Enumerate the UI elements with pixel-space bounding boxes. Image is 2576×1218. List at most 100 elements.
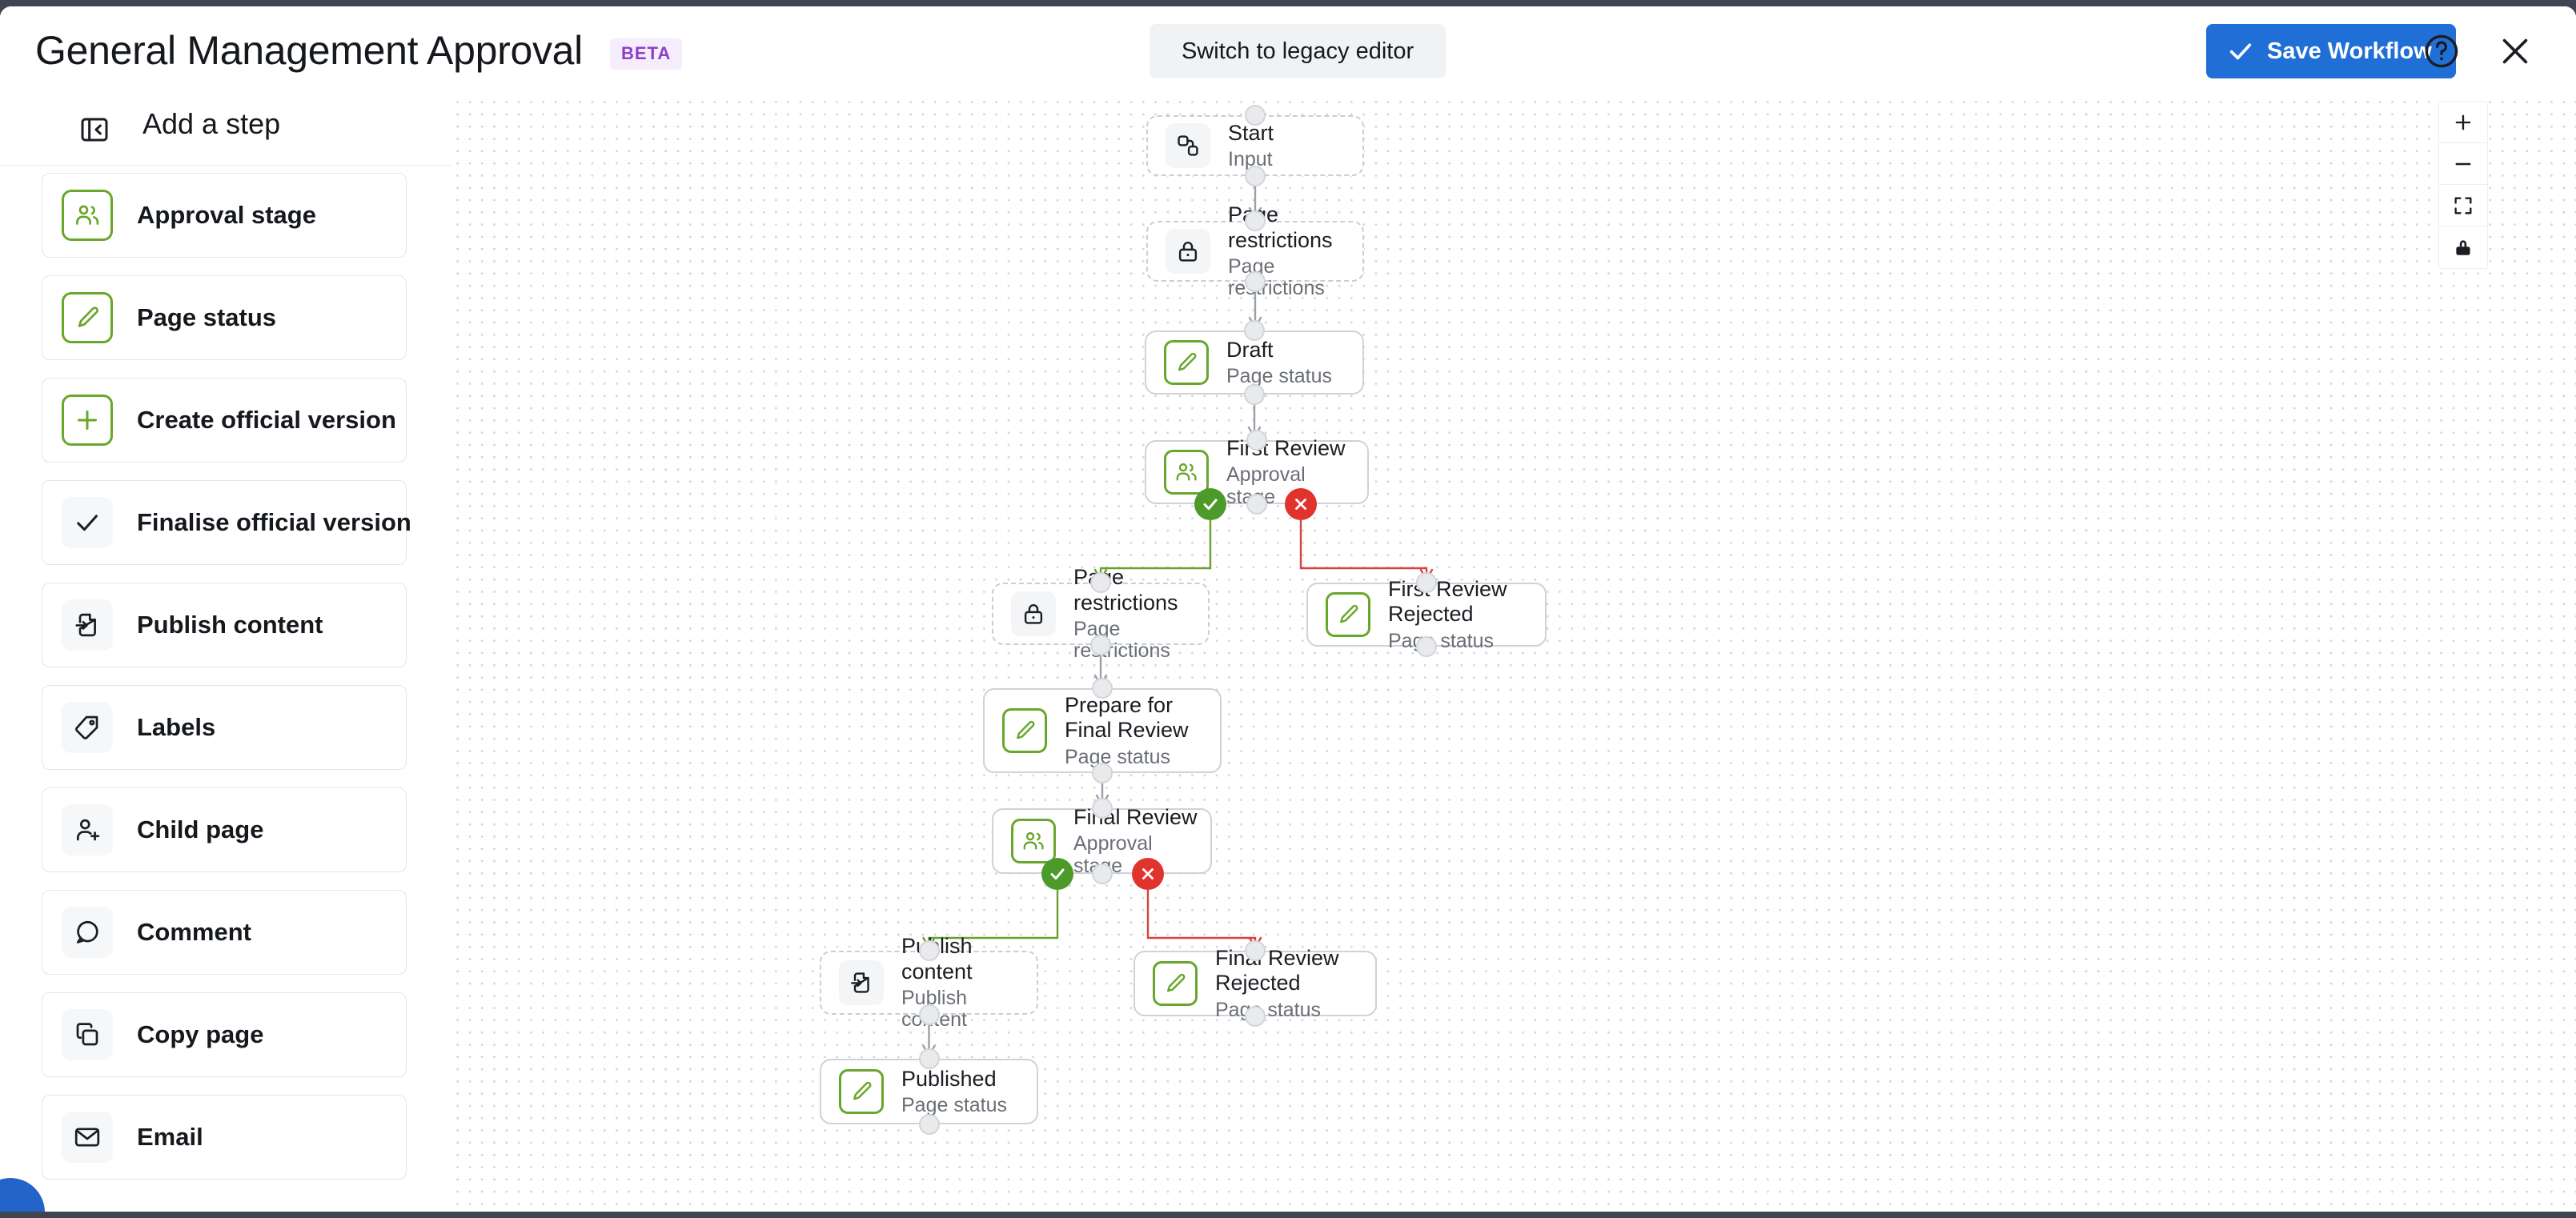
node-handle-top[interactable] (1245, 940, 1266, 961)
node-handle-bottom[interactable] (918, 1004, 940, 1025)
node-title: Page restrictions (1228, 202, 1333, 252)
node-handle-top[interactable] (1092, 678, 1113, 699)
branch-badge-reject[interactable] (1132, 858, 1164, 890)
step-item-labels[interactable]: Labels (42, 685, 407, 770)
step-item-email[interactable]: Email (42, 1095, 407, 1180)
node-handle-top[interactable] (1244, 320, 1265, 341)
flow-start-icon (1166, 123, 1210, 168)
zoom-in-button[interactable] (2439, 102, 2487, 143)
step-item-comment[interactable]: Comment (42, 890, 407, 975)
step-item-label: Create official version (137, 406, 396, 434)
node-handle-top[interactable] (1245, 105, 1266, 126)
node-handle-top[interactable] (1090, 572, 1111, 593)
node-title: Page restrictions (1073, 565, 1178, 615)
lock-button[interactable] (2439, 226, 2487, 268)
node-handle-bottom[interactable] (1244, 384, 1265, 405)
plus-icon (2452, 111, 2474, 134)
tag-icon (62, 702, 113, 753)
minus-icon (2452, 153, 2474, 175)
pencil-icon (1164, 340, 1209, 385)
check-icon (2227, 38, 2254, 65)
node-handle-bottom[interactable] (1416, 636, 1437, 657)
plus-icon (62, 395, 113, 446)
step-item-child-page[interactable]: Child page (42, 787, 407, 872)
branch-badge-reject[interactable] (1285, 488, 1317, 520)
save-workflow-label: Save Workflow (2267, 38, 2432, 64)
node-handle-top[interactable] (918, 940, 940, 961)
step-item-label: Labels (137, 713, 216, 741)
users-icon (62, 190, 113, 241)
switch-to-legacy-editor-button[interactable]: Switch to legacy editor (1150, 24, 1446, 78)
workflow-edges (922, 176, 1434, 1057)
lock-icon (2452, 236, 2474, 258)
check-icon (62, 497, 113, 548)
node-handle-bottom[interactable] (1245, 166, 1266, 186)
node-subtitle: Page status (1226, 364, 1333, 387)
node-handle-bottom[interactable] (918, 1114, 940, 1135)
step-item-create-official-version[interactable]: Create official version (42, 378, 407, 463)
check-icon (1201, 495, 1220, 514)
sidebar-collapse-button[interactable] (75, 110, 114, 149)
close-icon (2497, 33, 2534, 70)
node-subtitle: Page restrictions (1228, 254, 1325, 300)
pencil-icon (839, 1069, 884, 1114)
node-subtitle: Page status (901, 1093, 1008, 1116)
node-handle-bottom[interactable] (1245, 271, 1266, 292)
node-handle-bottom[interactable] (1091, 863, 1113, 884)
node-handle-top[interactable] (1091, 798, 1113, 819)
zoom-out-button[interactable] (2439, 143, 2487, 185)
fit-view-button[interactable] (2439, 185, 2487, 226)
branch-badge-approve[interactable] (1194, 488, 1226, 520)
branch-badge-approve[interactable] (1041, 858, 1073, 890)
help-button[interactable] (2421, 30, 2462, 72)
step-item-label: Email (137, 1123, 203, 1151)
workflow-editor-window: General Management Approval BETA Switch … (0, 6, 2576, 1212)
copy-icon (62, 1009, 113, 1060)
check-icon (1048, 864, 1067, 883)
node-handle-top[interactable] (1416, 572, 1437, 593)
sidebar-divider (0, 165, 451, 166)
lock-icon (1166, 229, 1210, 274)
step-item-copy-page[interactable]: Copy page (42, 992, 407, 1077)
node-handle-top[interactable] (918, 1048, 940, 1069)
pencil-icon (62, 292, 113, 343)
step-item-page-status[interactable]: Page status (42, 275, 407, 360)
pencil-icon (1153, 961, 1198, 1006)
node-handle-top[interactable] (1245, 210, 1266, 231)
node-handle-bottom[interactable] (1092, 763, 1113, 783)
node-handle-bottom[interactable] (1090, 635, 1111, 655)
node-handle-top[interactable] (1246, 430, 1267, 451)
pencil-icon (1002, 708, 1047, 753)
step-item-publish-content[interactable]: Publish content (42, 583, 407, 667)
envelope-icon (62, 1112, 113, 1163)
node-title: Draft (1226, 337, 1274, 362)
fit-screen-icon (2452, 194, 2474, 217)
node-title: First Review Rejected (1388, 576, 1507, 627)
node-handle-bottom[interactable] (1245, 1006, 1266, 1027)
step-item-label: Publish content (137, 611, 323, 639)
node-title: First Review (1226, 435, 1346, 460)
publish-file-icon (839, 960, 884, 1005)
step-item-finalise-official-version[interactable]: Finalise official version (42, 480, 411, 565)
close-button[interactable] (2494, 30, 2536, 72)
step-item-approval-stage[interactable]: Approval stage (42, 173, 407, 258)
save-workflow-button[interactable]: Save Workflow (2206, 24, 2456, 78)
node-handle-bottom[interactable] (1246, 494, 1267, 515)
sidebar-collapse-icon (78, 114, 110, 146)
sidebar-title: Add a step (142, 107, 281, 140)
users-icon (1164, 450, 1209, 495)
